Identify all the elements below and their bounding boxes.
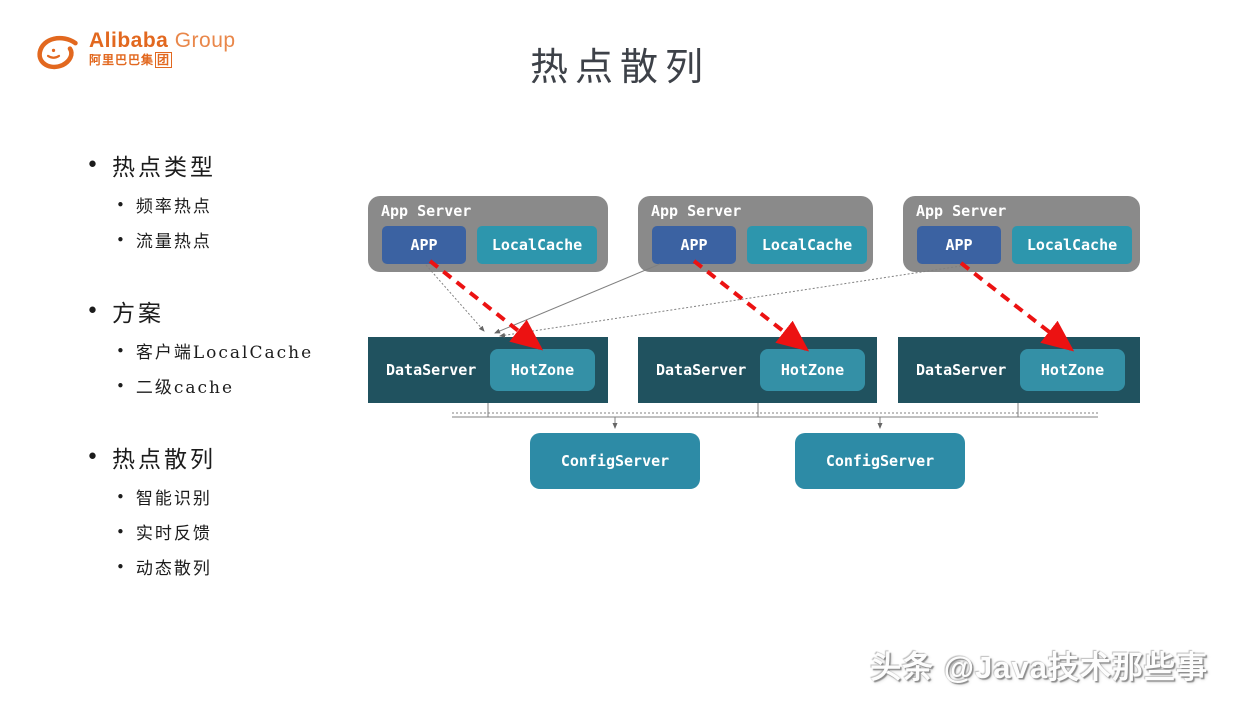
alibaba-mark-icon — [37, 35, 78, 70]
data-server-title: DataServer — [916, 361, 1007, 379]
outline-list: 热点类型 频率热点 流量热点 方案 客户端LocalCache 二级cache … — [86, 148, 313, 621]
localcache-box: LocalCache — [477, 226, 597, 264]
outline-subitem: 智能识别 — [116, 484, 313, 509]
outline-group-hotspot-types: 热点类型 频率热点 流量热点 — [86, 148, 313, 252]
outline-group-solution: 方案 客户端LocalCache 二级cache — [86, 294, 313, 398]
app-server-title: App Server — [916, 202, 1007, 220]
logo-suffix: Group — [174, 29, 236, 52]
line-app2-to-dataserver1 — [494, 263, 661, 334]
data-server-title: DataServer — [386, 361, 477, 379]
app-server-title: App Server — [381, 202, 472, 220]
config-server-1: ConfigServer — [530, 433, 700, 489]
localcache-box: LocalCache — [1012, 226, 1132, 264]
outline-subitem: 二级cache — [116, 373, 313, 398]
alibaba-logo: Alibaba Group 阿里巴巴集团 — [35, 30, 236, 76]
app-server-title: App Server — [651, 202, 742, 220]
hotzone-box: HotZone — [760, 349, 865, 391]
logo-text: Alibaba Group 阿里巴巴集团 — [89, 30, 236, 68]
app-server-1: App Server APP LocalCache — [368, 196, 608, 272]
outline-subitem: 频率热点 — [116, 192, 313, 217]
app-box: APP — [652, 226, 736, 264]
hotzone-box: HotZone — [490, 349, 595, 391]
outline-item: 热点类型 — [86, 148, 313, 182]
data-server-2: DataServer HotZone — [638, 337, 877, 403]
outline-subitem: 流量热点 — [116, 227, 313, 252]
data-server-title: DataServer — [656, 361, 747, 379]
outline-subitem: 实时反馈 — [116, 519, 313, 544]
data-server-1: DataServer HotZone — [368, 337, 608, 403]
arrow-app2-to-hotzone2 — [692, 259, 810, 352]
app-server-3: App Server APP LocalCache — [903, 196, 1140, 272]
outline-subitem: 客户端LocalCache — [116, 338, 313, 363]
page-title: 热点散列 — [529, 45, 710, 89]
data-server-3: DataServer HotZone — [898, 337, 1140, 403]
logo-cn: 阿里巴巴集团 — [89, 52, 236, 68]
app-server-2: App Server APP LocalCache — [638, 196, 873, 272]
line-app3-to-dataserver1 — [499, 265, 962, 338]
app-box: APP — [382, 226, 466, 264]
app-box: APP — [917, 226, 1001, 264]
outline-item: 方案 — [86, 294, 313, 328]
outline-group-hotspot-hash: 热点散列 智能识别 实时反馈 动态散列 — [86, 440, 313, 579]
outline-item: 热点散列 — [86, 440, 313, 474]
logo-cn-boxed: 团 — [155, 52, 173, 68]
watermark: 头条 @Java技术那些事 — [870, 650, 1208, 685]
logo-name: Alibaba Group — [89, 30, 236, 51]
hotzone-box: HotZone — [1020, 349, 1125, 391]
logo-brand: Alibaba — [89, 29, 169, 52]
line-app1-to-dataserver1 — [425, 264, 485, 332]
outline-subitem: 动态散列 — [116, 554, 313, 579]
arrow-app1-to-hotzone1 — [428, 259, 544, 351]
config-server-2: ConfigServer — [795, 433, 965, 489]
logo-cn-text: 阿里巴巴集 — [89, 53, 155, 67]
localcache-box: LocalCache — [747, 226, 867, 264]
